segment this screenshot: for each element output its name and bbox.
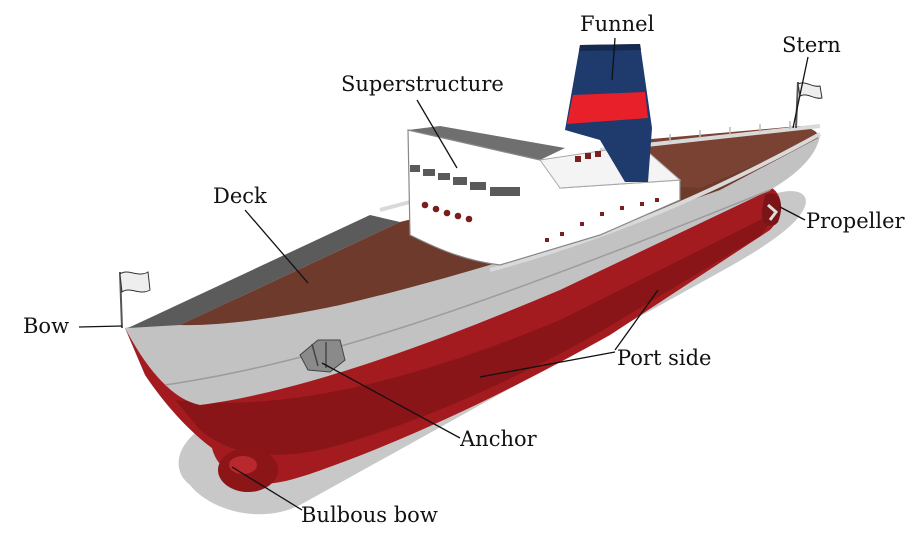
leader-portside-1: [614, 289, 659, 351]
leader-bow: [78, 325, 123, 328]
leader-bulbous: [231, 466, 303, 511]
bulbous-bow-highlight: [229, 456, 257, 474]
label-port-side: Port side: [617, 346, 712, 370]
funnel-top: [579, 44, 641, 51]
leader-lines: [78, 37, 809, 511]
funnel-band: [567, 92, 648, 124]
label-deck: Deck: [213, 184, 267, 208]
label-anchor: Anchor: [460, 427, 537, 451]
label-propeller: Propeller: [806, 209, 905, 233]
label-funnel: Funnel: [580, 12, 655, 36]
stern-flag: [797, 82, 823, 99]
label-superstructure: Superstructure: [341, 72, 504, 96]
leader-propeller: [779, 206, 806, 221]
superstructure-top: [408, 126, 565, 160]
hull-lower-shade: [175, 215, 770, 455]
forecastle: [128, 215, 400, 328]
label-bow: Bow: [23, 314, 70, 338]
hull-upper-line: [164, 189, 771, 386]
leader-stern: [792, 56, 809, 129]
portholes: [421, 201, 473, 223]
leader-deck: [244, 209, 309, 284]
stern-mast: [795, 81, 799, 129]
propeller-shape: [761, 193, 782, 226]
leader-portside-2: [479, 351, 616, 378]
leader-funnel: [611, 37, 616, 81]
bow-flag: [119, 271, 151, 293]
anchor-shape: [299, 339, 346, 373]
label-bulbous-bow: Bulbous bow: [301, 503, 438, 527]
leader-superstructure: [416, 99, 458, 169]
label-stern: Stern: [782, 33, 841, 57]
bridge-windows: [410, 165, 520, 196]
leader-anchor: [321, 362, 461, 439]
